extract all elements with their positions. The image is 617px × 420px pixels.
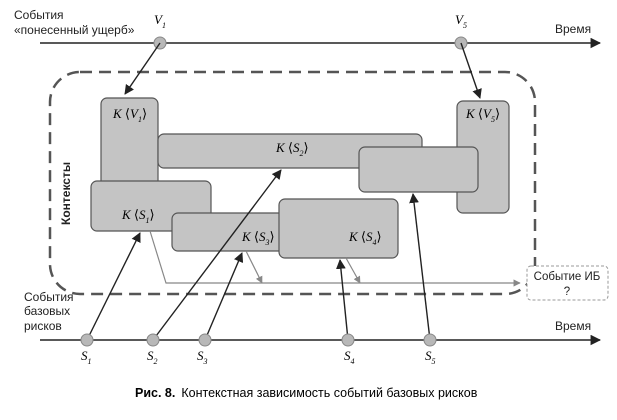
context-box-ks4 bbox=[278, 198, 399, 259]
context-label-ks2: K ⟨S2⟩ bbox=[275, 140, 309, 158]
arrow-v1-to-kv1 bbox=[124, 42, 161, 95]
arrow-s4-to-ks4 bbox=[336, 259, 349, 341]
ib-event-question: ? bbox=[564, 286, 570, 298]
flow-line-main bbox=[149, 230, 521, 287]
bottom-timeline: События базовых рисков Время bbox=[24, 290, 602, 346]
event-label-v1: V1 bbox=[154, 12, 166, 30]
top-axis-label-line1: События bbox=[14, 8, 64, 22]
event-point-s5 bbox=[423, 333, 437, 347]
context-box-ks2-overlap bbox=[358, 146, 479, 193]
flow-line-ks3 bbox=[245, 250, 263, 284]
event-label-v5: V5 bbox=[455, 12, 467, 30]
top-timeline: События «понесенный ущерб» Время V1 V5 bbox=[14, 8, 602, 50]
event-point-s3 bbox=[198, 333, 212, 347]
bottom-axis-label-line1: События bbox=[24, 290, 74, 304]
context-label-kv1: K ⟨V1⟩ bbox=[112, 106, 147, 124]
event-label-s2: S2 bbox=[147, 348, 158, 366]
context-label-ks1: K ⟨S1⟩ bbox=[121, 207, 155, 225]
ib-event-label: Событие ИБ bbox=[534, 271, 601, 283]
top-axis-label-line2: «понесенный ущерб» bbox=[14, 23, 135, 37]
top-axis-time-label: Время bbox=[555, 22, 591, 36]
bottom-axis-label-line2: базовых bbox=[24, 304, 70, 318]
ib-event-box bbox=[526, 265, 609, 301]
bottom-axis-label-line3: рисков bbox=[24, 319, 62, 333]
event-label-s1: S1 bbox=[81, 348, 92, 366]
base-risk-points: S1 S2 S3 S4 S5 bbox=[80, 333, 437, 366]
arrow-s5-to-ks2 bbox=[409, 193, 431, 341]
event-point-s4 bbox=[341, 333, 355, 347]
figure-caption: Рис. 8.Контекстная зависимость событий б… bbox=[135, 386, 478, 400]
contexts-label: Контексты bbox=[59, 162, 73, 225]
arrow-s1-to-ks1 bbox=[86, 232, 141, 341]
context-label-ks3: K ⟨S3⟩ bbox=[241, 229, 275, 247]
arrow-s3-to-ks3 bbox=[204, 252, 244, 341]
event-label-s4: S4 bbox=[344, 348, 355, 366]
event-point-s2 bbox=[146, 333, 160, 347]
flow-line-ks4 bbox=[345, 257, 361, 284]
context-label-ks4: K ⟨S4⟩ bbox=[348, 229, 382, 247]
dependency-arrows bbox=[86, 42, 482, 341]
bottom-axis-time-label: Время bbox=[555, 319, 591, 333]
context-boxes: K ⟨V1⟩ K ⟨V5⟩ K ⟨S2⟩ K ⟨S1⟩ K ⟨S3⟩ K ⟨S4… bbox=[90, 97, 510, 259]
arrow-s2-to-ks2 bbox=[152, 169, 282, 341]
event-label-s3: S3 bbox=[197, 348, 208, 366]
context-label-kv5: K ⟨V5⟩ bbox=[465, 106, 500, 124]
contexts-region bbox=[48, 70, 537, 296]
flow-to-ib-event bbox=[149, 230, 521, 287]
event-point-s1 bbox=[80, 333, 94, 347]
event-label-s5: S5 bbox=[425, 348, 436, 366]
arrow-v5-to-kv5 bbox=[460, 42, 482, 99]
